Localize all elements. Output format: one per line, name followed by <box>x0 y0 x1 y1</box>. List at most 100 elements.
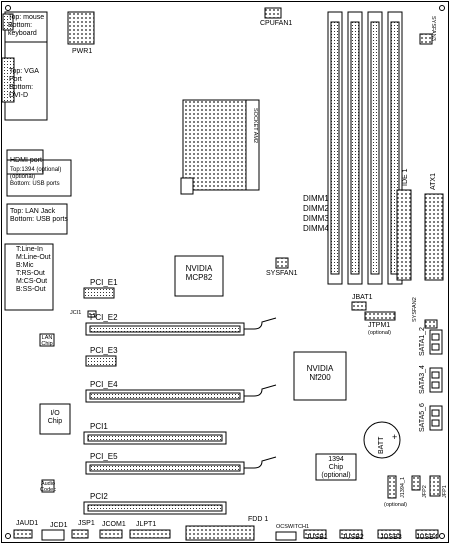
jbat1-label: JBAT1 <box>352 294 373 301</box>
pci-e4-label: PCI_E4 <box>90 380 118 389</box>
audio-codec-label: Audio Codec <box>40 481 56 494</box>
atx1-connector <box>424 193 444 281</box>
jusb3-header <box>377 529 401 539</box>
socket-label: SOCKET AM2 <box>252 108 258 144</box>
jaud1-label: JAUD1 <box>16 520 39 527</box>
jusb1-label: JUSB1 <box>306 534 328 541</box>
sysfan2-label: SYSFAN2 <box>412 297 418 322</box>
jusb2-header <box>339 529 363 539</box>
usb-1394-port-box <box>6 159 72 197</box>
sata5-6-label: SATA5_6 <box>419 403 426 432</box>
lan-usb-label: Top: LAN Jack Bottom: USB ports <box>10 208 68 224</box>
sata3-4-connector <box>429 367 443 393</box>
jcd1-header <box>41 529 65 541</box>
dimm2-label: DIMM2 <box>303 204 329 213</box>
audio-jacks-label: T:Line-In M:Line-Out B:Mic T:RS-Out M:CS… <box>16 246 51 294</box>
jusb2-label: JUSB2 <box>342 534 364 541</box>
sysfan1-connector <box>275 257 289 269</box>
nf200-label: NVIDIA Nf200 <box>306 364 334 383</box>
jtpm1-header <box>364 311 396 321</box>
cpufan1-connector <box>264 7 282 19</box>
audio-jack-box <box>4 243 54 311</box>
audio-codec-chip <box>41 479 55 493</box>
atx1-label: ATX1 <box>430 173 437 190</box>
batt-label: BATT <box>378 436 385 454</box>
cpufan1-label: CPUFAN1 <box>260 20 293 27</box>
jtpm1-label: JTPM1 <box>368 322 391 329</box>
lan-chip-label: LAN Chip <box>41 335 53 348</box>
jfp2-header <box>411 475 421 491</box>
jfp1-label: JFP1 <box>442 485 448 498</box>
vga-dvi-label: Top: VGA Port Bottom: DVI-D <box>9 68 39 100</box>
fdd1-connector <box>185 525 255 541</box>
pci-e2-label: PCI_E2 <box>90 313 118 322</box>
pci-e3-label: PCI_E3 <box>90 346 118 355</box>
cpu-socket-lever <box>245 99 260 191</box>
jusb3-label: JUSB3 <box>380 534 402 541</box>
pwr1-label: PWR1 <box>72 48 93 55</box>
sysfan1-label: SYSFAN1 <box>266 270 298 277</box>
j1394-1-header <box>387 475 397 499</box>
jci1-jumper <box>87 310 97 318</box>
io-chip-label: I/O Chip <box>47 410 63 426</box>
mcp82-label: NVIDIA MCP82 <box>185 264 213 283</box>
jtpm1-optional-label: (optional) <box>368 330 391 336</box>
jfp2-label: JFP2 <box>422 485 428 498</box>
mouse-keyboard-label: Top: mouse Bottom: keyboard <box>8 14 45 38</box>
jsp1-label: JSP1 <box>78 520 95 527</box>
dimm1-label: DIMM1 <box>303 194 329 203</box>
dimm4-label: DIMM4 <box>303 224 329 233</box>
sata3-4-label: SATA3_4 <box>419 365 426 394</box>
pci-e5-label: PCI_E5 <box>90 452 118 461</box>
optional-label: (optional) <box>384 502 407 508</box>
jcom1-header <box>99 529 123 539</box>
pci-e1-label: PCI_E1 <box>90 278 118 287</box>
jlpt1-header <box>129 529 171 539</box>
pwr1-connector <box>67 11 95 45</box>
sata1-2-label: SATA1_2 <box>419 327 426 356</box>
pci2-label: PCI2 <box>90 492 108 501</box>
dimm-slots <box>327 11 403 285</box>
jlpt1-label: JLPT1 <box>136 521 157 528</box>
ide1-label: IDE 1 <box>402 168 409 186</box>
hdmi-label: HDMI port <box>10 157 42 164</box>
battery <box>363 421 401 459</box>
fdd1-label: FDD 1 <box>248 516 269 523</box>
sysfan3-connector <box>419 33 433 45</box>
jsp1-header <box>71 529 89 539</box>
vga-port-shape <box>1 57 15 103</box>
jci1-label: JCI1 <box>70 310 82 316</box>
cpu-socket-latch <box>180 177 194 195</box>
ide1-connector <box>396 189 412 281</box>
ocswitch1-switch <box>275 531 297 541</box>
batt-plus-label: + <box>392 432 398 442</box>
lan-chip <box>39 333 55 347</box>
chip-1394-label: 1394 Chip (optional) <box>321 456 351 480</box>
sata5-6-connector <box>429 405 443 431</box>
pci-e3-slot <box>85 355 117 367</box>
sysfan2-connector <box>424 319 438 329</box>
nvidia-mcp82-chip <box>174 255 224 297</box>
jusb4-label: JUSB4 <box>416 534 438 541</box>
jcom1-label: JCOM1 <box>102 521 126 528</box>
ocswitch1-label: OCSWITCH1 <box>276 524 309 530</box>
jaud1-header <box>13 529 33 539</box>
jcd1-label: JCD1 <box>50 522 68 529</box>
pci-e1-slot <box>83 287 115 299</box>
jfp1-header <box>429 475 441 497</box>
chip-1394 <box>315 453 357 481</box>
sata1-2-connector <box>429 329 443 355</box>
sysfan3-label: SYSFAN3 <box>430 16 436 41</box>
pci1-label: PCI1 <box>90 422 108 431</box>
jusb4-header <box>415 529 439 539</box>
lan-usb-port-box <box>6 203 68 235</box>
jusb1-header <box>303 529 327 539</box>
jbat1-jumper <box>351 301 367 311</box>
io-chip <box>39 403 71 435</box>
j1394-1-label: J1394_1 <box>400 476 406 498</box>
nvidia-nf200-chip <box>293 351 347 401</box>
ps2-port-shape <box>2 13 14 31</box>
usb-1394-label: Top:1394 (optional) (optional) Bottom: U… <box>10 167 62 187</box>
